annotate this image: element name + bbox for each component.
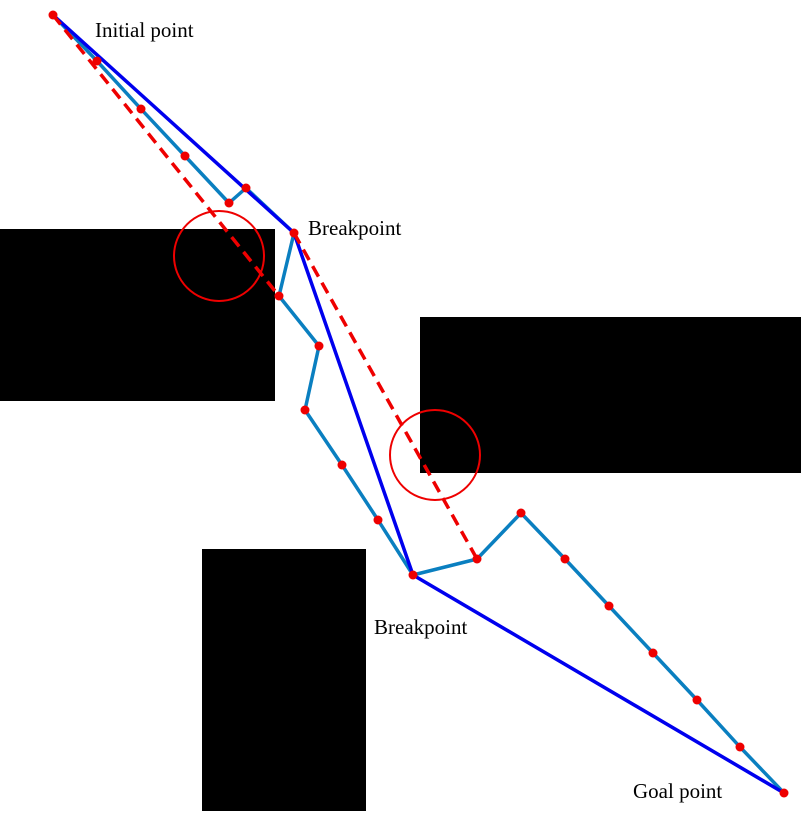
- waypoint-marker: [180, 151, 190, 161]
- waypoint-marker: [224, 198, 234, 208]
- waypoint-marker: [779, 788, 789, 798]
- collision-circles: [173, 210, 481, 501]
- collision-circle-upper: [173, 210, 265, 302]
- straight-segments: [51, 13, 479, 560]
- waypoint-marker: [337, 460, 347, 470]
- waypoint-marker: [472, 554, 482, 564]
- waypoint-marker: [516, 508, 526, 518]
- obstacle-bottom: [202, 549, 366, 811]
- straight-segment-2: [292, 232, 479, 560]
- optimized-path: [51, 13, 785, 795]
- initial-point-label: Initial point: [95, 18, 194, 42]
- waypoint-marker: [408, 570, 418, 580]
- waypoint-marker: [735, 742, 745, 752]
- waypoint-marker: [136, 104, 146, 114]
- obstacles: [0, 229, 801, 811]
- waypoint-marker: [692, 695, 702, 705]
- waypoint-marker: [48, 10, 58, 20]
- obstacle-left: [0, 229, 275, 401]
- goal-point-label: Goal point: [633, 779, 722, 803]
- waypoint-marker: [648, 648, 658, 658]
- waypoint-marker: [560, 554, 570, 564]
- waypoint-markers: [48, 10, 789, 798]
- straight-segment-1: [51, 13, 281, 298]
- breakpoint-label-2: Breakpoint: [374, 615, 467, 639]
- waypoint-marker: [300, 405, 310, 415]
- obstacle-right: [420, 317, 801, 473]
- waypoint-marker: [314, 341, 324, 351]
- collision-circle-lower: [389, 409, 481, 501]
- waypoint-marker: [274, 291, 284, 301]
- waypoint-marker: [289, 228, 299, 238]
- waypoint-marker: [241, 183, 251, 193]
- waypoint-marker: [604, 601, 614, 611]
- waypoint-marker: [92, 56, 102, 66]
- waypoint-marker: [373, 515, 383, 525]
- breakpoint-label-1: Breakpoint: [308, 216, 401, 240]
